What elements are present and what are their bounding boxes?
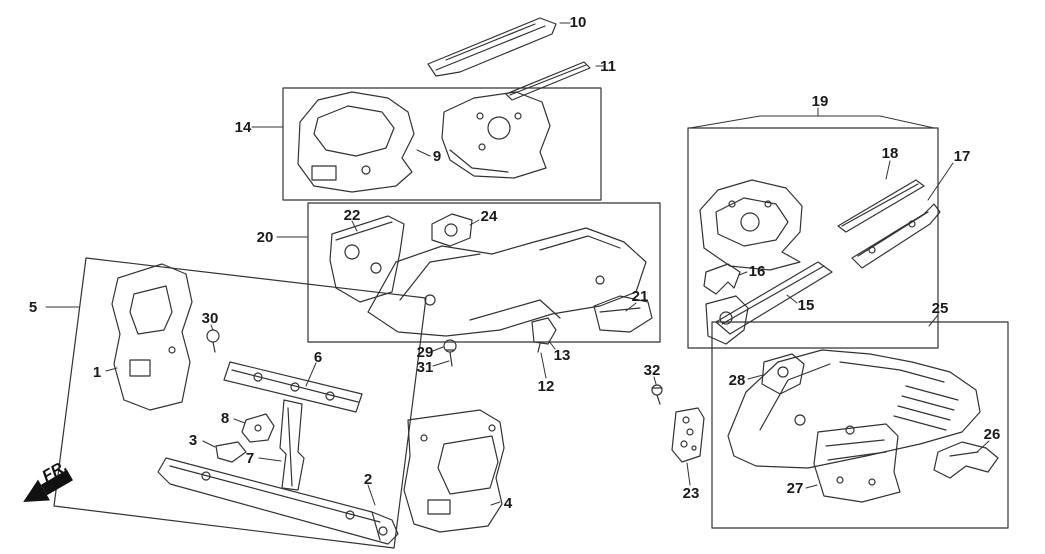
part-14-strut-tower (441, 91, 551, 179)
part-label-29: 29 (417, 344, 434, 361)
part-30-bolt (206, 329, 220, 353)
part-label-9: 9 (433, 148, 441, 165)
part-label-18: 18 (882, 145, 899, 162)
fr-direction-arrow: FR. (23, 458, 73, 502)
assembly-box-5 (53, 257, 427, 549)
part-label-27: 27 (787, 480, 804, 497)
part-23-plate (671, 407, 705, 463)
part-7-center-stay (279, 399, 305, 491)
part-11-stiffener-strip (505, 61, 591, 101)
part-label-20: 20 (257, 229, 274, 246)
part-label-25: 25 (932, 300, 949, 317)
part-16-bracket (703, 263, 741, 295)
part-label-31: 31 (417, 359, 434, 376)
part-label-14: 14 (235, 119, 252, 136)
part-label-4: 4 (504, 495, 513, 512)
part-20-apron (367, 227, 647, 337)
part-3-stay (215, 441, 247, 463)
part-26-bracket (933, 441, 999, 479)
assembly-box-19 (687, 127, 939, 349)
part-10-upper-rail (427, 17, 557, 77)
part-label-2: 2 (364, 471, 372, 488)
part-label-22: 22 (344, 207, 361, 224)
part-label-23: 23 (683, 485, 700, 502)
assembly-box-25 (711, 321, 1009, 529)
part-22-bracket (329, 215, 405, 303)
callout-labels: 1234567891011121314151617181920212223242… (29, 14, 1001, 512)
part-6-upper-crossmember (223, 361, 363, 413)
part-label-6: 6 (314, 349, 322, 366)
part-label-12: 12 (538, 378, 555, 395)
part-24-bracket (431, 213, 473, 247)
leader-lines (45, 22, 990, 506)
part-2-lower-crossmember (157, 457, 399, 545)
part-label-28: 28 (729, 372, 746, 389)
assembly-box-14 (282, 87, 602, 201)
part-label-11: 11 (600, 58, 616, 75)
part-label-21: 21 (632, 288, 649, 305)
part-9-wheelhouse (297, 91, 415, 193)
part-label-30: 30 (202, 310, 219, 327)
part-28-bracket (761, 353, 805, 395)
part-25-front-side-member (727, 349, 981, 469)
part-label-7: 7 (246, 450, 254, 467)
part-29-31-bolt (443, 339, 457, 367)
part-15-rail (705, 261, 833, 345)
part-27-floor-frame (813, 423, 901, 503)
assembly-box-20 (307, 202, 661, 343)
part-label-1: 1 (93, 364, 101, 381)
part-label-15: 15 (798, 297, 815, 314)
part-label-26: 26 (984, 426, 1001, 443)
part-label-5: 5 (29, 299, 37, 316)
part-32-bolt (651, 384, 663, 405)
part-label-8: 8 (221, 410, 229, 427)
part-label-16: 16 (749, 263, 766, 280)
part-21-bracket (593, 295, 653, 333)
part-8-bracket (241, 413, 275, 443)
part-label-19: 19 (812, 93, 829, 110)
part-4-side-panel-right (403, 409, 505, 533)
part-1-side-panel-left (111, 263, 193, 411)
part-label-3: 3 (189, 432, 197, 449)
part-label-32: 32 (644, 362, 661, 379)
part-label-10: 10 (570, 14, 587, 31)
part-label-24: 24 (481, 208, 498, 225)
part-19-wheelhouse-right (699, 179, 803, 271)
part-label-13: 13 (554, 347, 571, 364)
part-label-17: 17 (954, 148, 971, 165)
part-18-stiffener (837, 179, 925, 233)
part-13-clip (531, 317, 557, 353)
part-17-side-frame (851, 203, 941, 269)
